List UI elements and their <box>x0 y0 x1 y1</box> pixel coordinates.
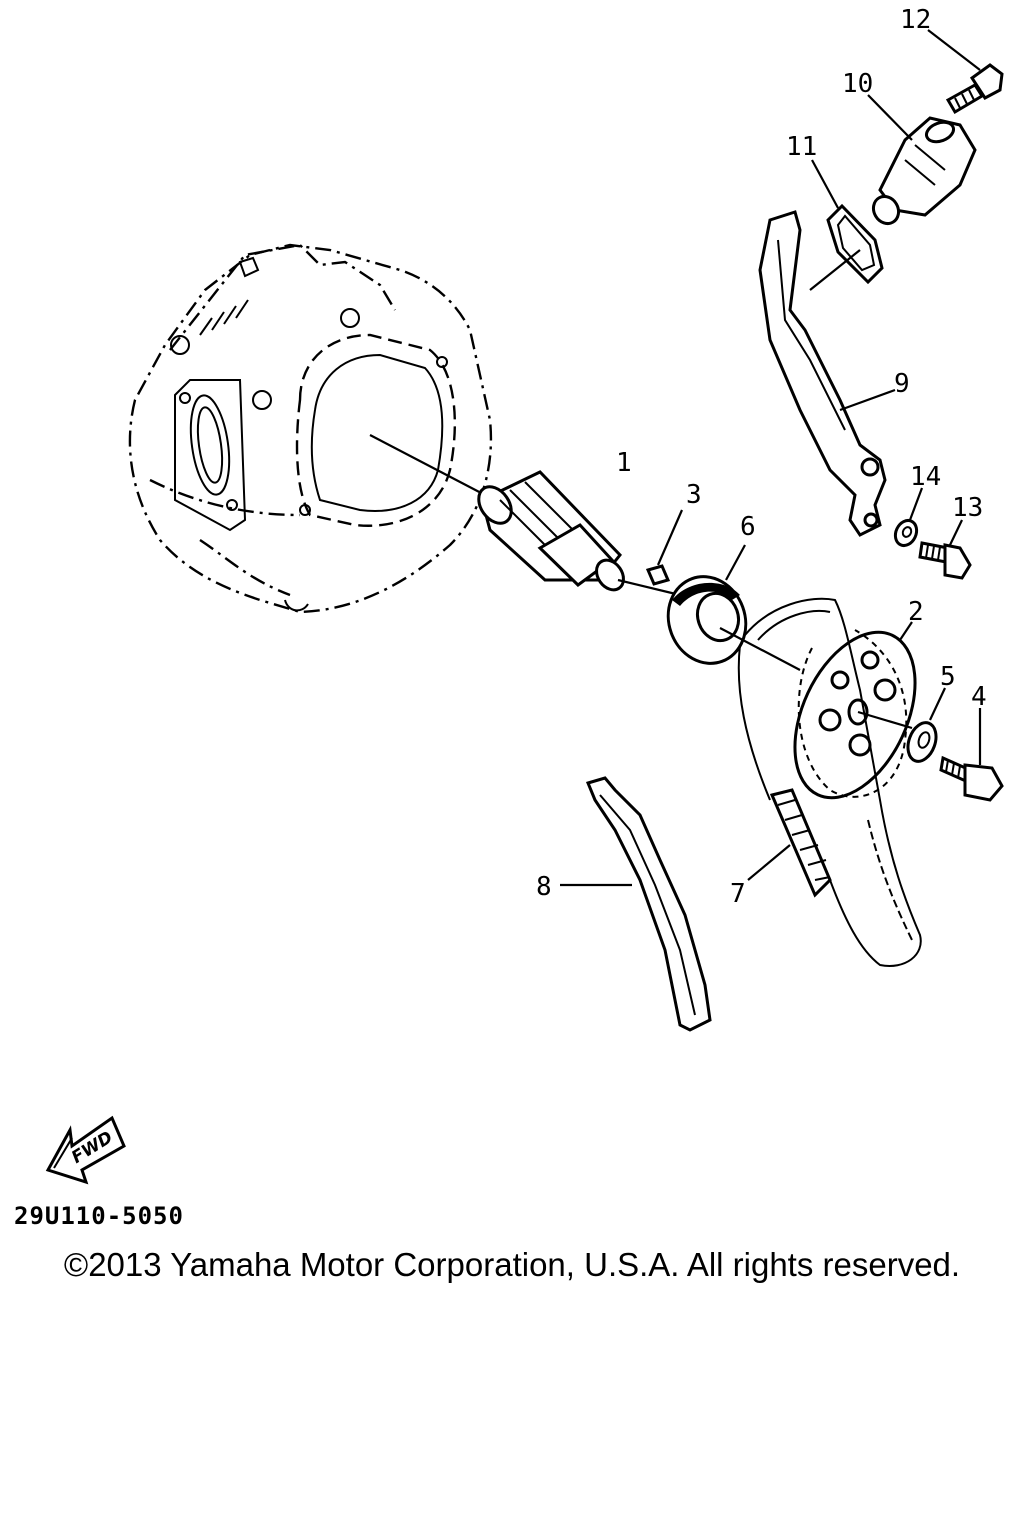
callout-9: 9 <box>894 369 910 399</box>
cylinder-head <box>128 243 493 614</box>
chain-guide-intake <box>560 776 712 1032</box>
forward-arrow-icon: FWD <box>45 1115 126 1185</box>
chain-guide-exhaust <box>758 210 896 537</box>
callout-6: 6 <box>740 512 756 542</box>
washer <box>906 687 946 763</box>
tensioner-bolt <box>927 29 1004 115</box>
dowel-pin <box>645 509 684 586</box>
guide-bolt <box>918 519 972 580</box>
camshaft <box>369 434 681 597</box>
callout-labels: 1 2 3 4 5 6 7 8 9 10 11 12 13 14 <box>536 5 987 909</box>
callout-5: 5 <box>940 662 956 692</box>
copyright-notice: ©2013 Yamaha Motor Corporation, U.S.A. A… <box>63 1246 961 1283</box>
callout-13: 13 <box>952 493 983 523</box>
callout-2: 2 <box>908 597 924 627</box>
callout-8: 8 <box>536 872 552 902</box>
sprocket-bolt <box>939 708 1004 802</box>
callout-11: 11 <box>786 132 817 162</box>
callout-14: 14 <box>910 462 941 492</box>
chain-tensioner <box>867 94 977 226</box>
callout-10: 10 <box>842 69 873 99</box>
callout-7: 7 <box>730 879 746 909</box>
cam-sprocket <box>793 621 917 800</box>
callout-4: 4 <box>971 682 987 712</box>
guide-washer <box>893 487 924 548</box>
decompression-cam <box>666 544 801 671</box>
drawing-code: 29U110-5050 <box>14 1202 184 1230</box>
callout-12: 12 <box>900 5 931 35</box>
callout-1: 1 <box>616 448 632 478</box>
cam-chain <box>737 597 922 967</box>
tensioner-gasket <box>809 159 884 291</box>
callout-3: 3 <box>686 480 702 510</box>
